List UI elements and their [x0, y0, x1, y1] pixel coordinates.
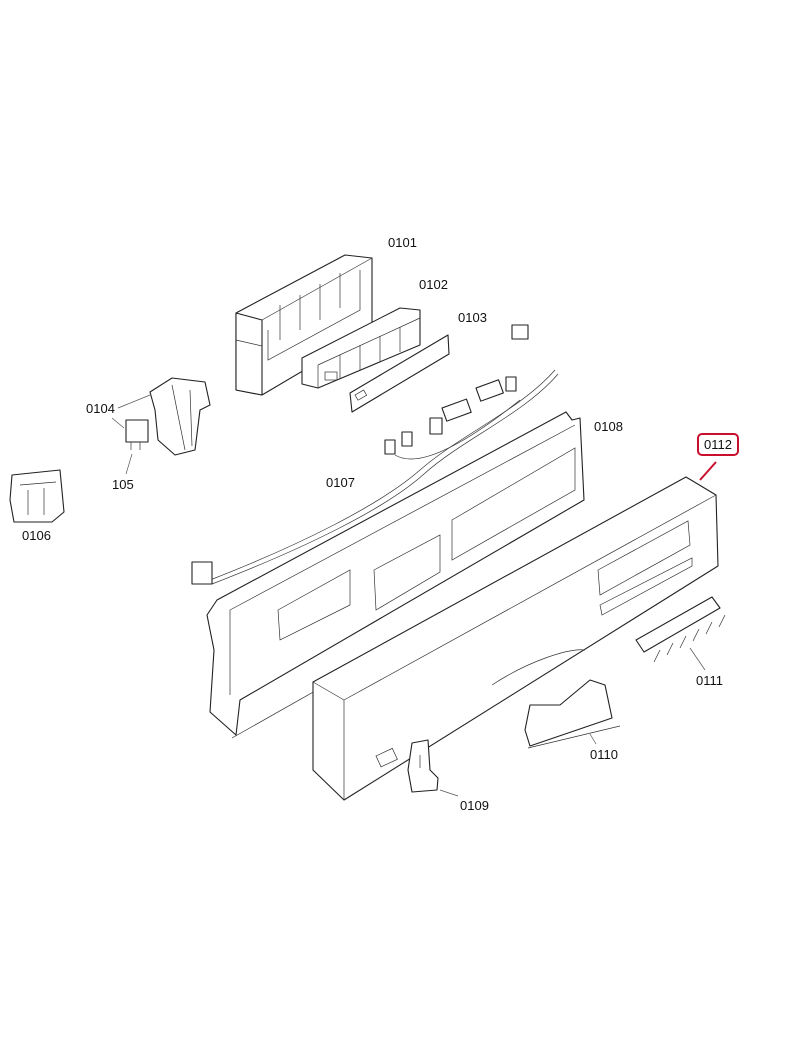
part-0102-switch-module[interactable] [301, 307, 421, 389]
label-0110[interactable]: 0110 [590, 747, 618, 762]
part-0103-label-strip[interactable] [349, 334, 450, 413]
part-0106-connector-block[interactable] [9, 469, 65, 523]
leader-lines [111, 394, 717, 797]
part-0101-control-module[interactable] [235, 254, 373, 396]
part-105-capacitor[interactable] [125, 419, 149, 450]
label-0112-highlighted[interactable]: 0112 [697, 433, 739, 456]
label-0103[interactable]: 0103 [458, 310, 487, 325]
label-0101[interactable]: 0101 [388, 235, 417, 250]
part-0111-button-set[interactable] [635, 596, 726, 663]
label-0108[interactable]: 0108 [594, 419, 623, 434]
label-0107[interactable]: 0107 [326, 475, 355, 490]
label-0109[interactable]: 0109 [460, 798, 489, 813]
label-0102[interactable]: 0102 [419, 277, 448, 292]
label-105[interactable]: 105 [112, 477, 134, 492]
part-0112-control-panel-fascia[interactable] [312, 476, 719, 801]
part-0110-handle[interactable] [524, 679, 621, 749]
part-0107-wire-harness[interactable] [191, 324, 559, 585]
part-0104-relay[interactable] [149, 377, 211, 456]
label-0104[interactable]: 0104 [86, 401, 115, 416]
label-0111[interactable]: 0111 [696, 673, 723, 688]
part-0109-latch[interactable] [407, 739, 439, 793]
label-0106[interactable]: 0106 [22, 528, 51, 543]
